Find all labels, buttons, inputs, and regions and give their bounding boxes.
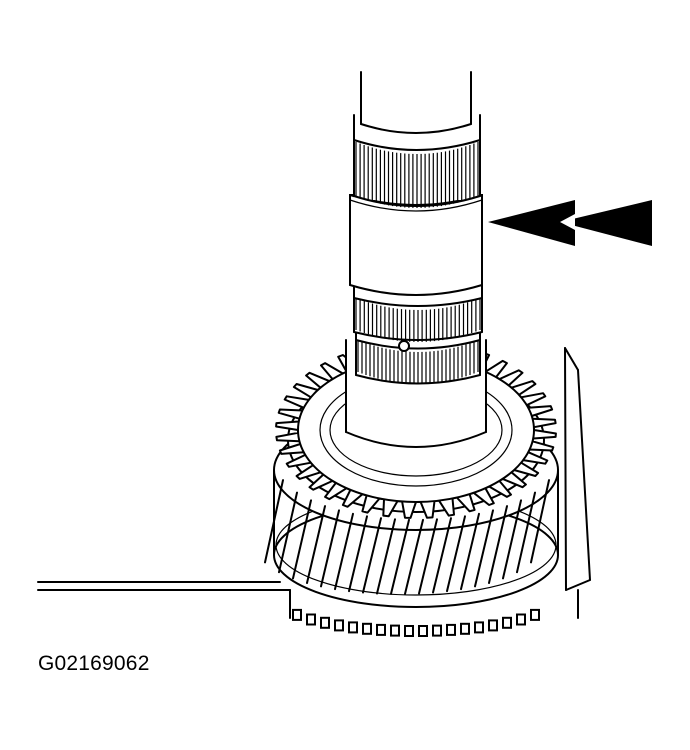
upper-spline-section xyxy=(353,114,481,208)
housing-lines xyxy=(37,347,591,619)
shaft-upper xyxy=(360,71,472,134)
figure-id-caption: G02169062 xyxy=(38,652,150,675)
smooth-sleeve xyxy=(349,194,483,296)
pointer-arrow xyxy=(488,200,652,246)
helical-teeth xyxy=(264,479,550,637)
